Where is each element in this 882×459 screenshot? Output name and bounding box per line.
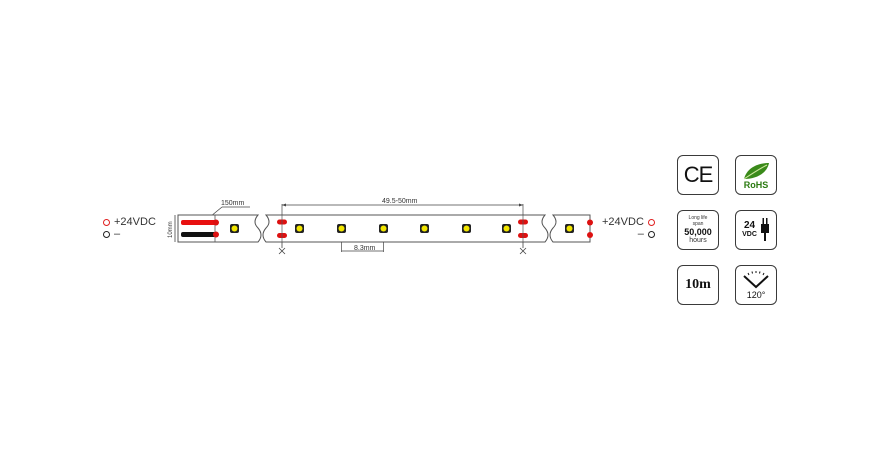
- plug-icon: [760, 218, 769, 241]
- voltage-value: 24: [743, 220, 756, 231]
- cut-segment-label: 49.5-50mm: [382, 198, 418, 205]
- right-positive-label: +24VDC: [602, 216, 644, 228]
- length-value: 10m: [685, 277, 711, 292]
- led-chip: [565, 224, 574, 233]
- ce-mark-icon: CE: [683, 162, 714, 187]
- left-negative-label: –: [114, 228, 121, 240]
- strip-segment-right: [549, 214, 593, 243]
- red-wire: [181, 220, 216, 225]
- black-wire: [181, 232, 216, 237]
- left-negative-legend: –: [103, 229, 156, 240]
- led-chip: [295, 224, 304, 233]
- led-chip: [420, 224, 429, 233]
- right-negative-label: –: [637, 228, 644, 240]
- positive-terminal-icon: [103, 219, 110, 226]
- wire-length-label: 150mm: [221, 200, 245, 207]
- strip-segment-left: [177, 214, 262, 243]
- lifespan-line1: Long life: [688, 214, 708, 221]
- leaf-icon: [743, 162, 769, 179]
- voltage-unit: VDC: [742, 231, 757, 238]
- length-badge: 10m: [677, 265, 719, 305]
- negative-terminal-icon: [103, 231, 110, 238]
- beam-angle-value: 120°: [746, 290, 766, 300]
- beam-angle-badge: 120°: [735, 265, 777, 305]
- left-positive-label: +24VDC: [114, 216, 156, 228]
- right-negative-legend: –: [602, 229, 655, 240]
- rohs-badge: RoHS: [735, 155, 777, 195]
- scissors-icon: [519, 242, 527, 255]
- scissors-icon: [278, 242, 286, 255]
- led-chip: [462, 224, 471, 233]
- positive-terminal-icon: [647, 219, 655, 226]
- led-pitch-dimension: 8.3mm: [341, 242, 384, 252]
- strip-width-dimension: 10mm: [168, 215, 176, 242]
- lifespan-unit: hours: [689, 236, 707, 244]
- led-pitch-label: 8.3mm: [354, 245, 376, 252]
- lifespan-badge: Long life span 50,000 hours: [677, 210, 719, 250]
- right-terminal-legend: +24VDC –: [602, 217, 655, 240]
- lifespan-line2: span: [692, 220, 704, 227]
- rohs-label: RoHS: [743, 179, 769, 190]
- left-terminal-legend: +24VDC –: [103, 217, 156, 240]
- voltage-badge: 24 VDC: [735, 210, 777, 250]
- led-chip: [379, 224, 388, 233]
- led-chip: [337, 224, 346, 233]
- right-positive-legend: +24VDC: [602, 217, 655, 228]
- led-chip: [502, 224, 511, 233]
- lifespan-value: 50,000: [684, 226, 712, 237]
- strip-width-label: 10mm: [168, 221, 174, 238]
- left-positive-legend: +24VDC: [103, 217, 156, 228]
- negative-terminal-icon: [647, 231, 655, 238]
- ce-badge: CE: [677, 155, 719, 195]
- beam-angle-icon: [743, 271, 769, 289]
- strip-segment-middle: [262, 214, 549, 243]
- cut-segment-dimension: 49.5-50mm: [281, 198, 524, 215]
